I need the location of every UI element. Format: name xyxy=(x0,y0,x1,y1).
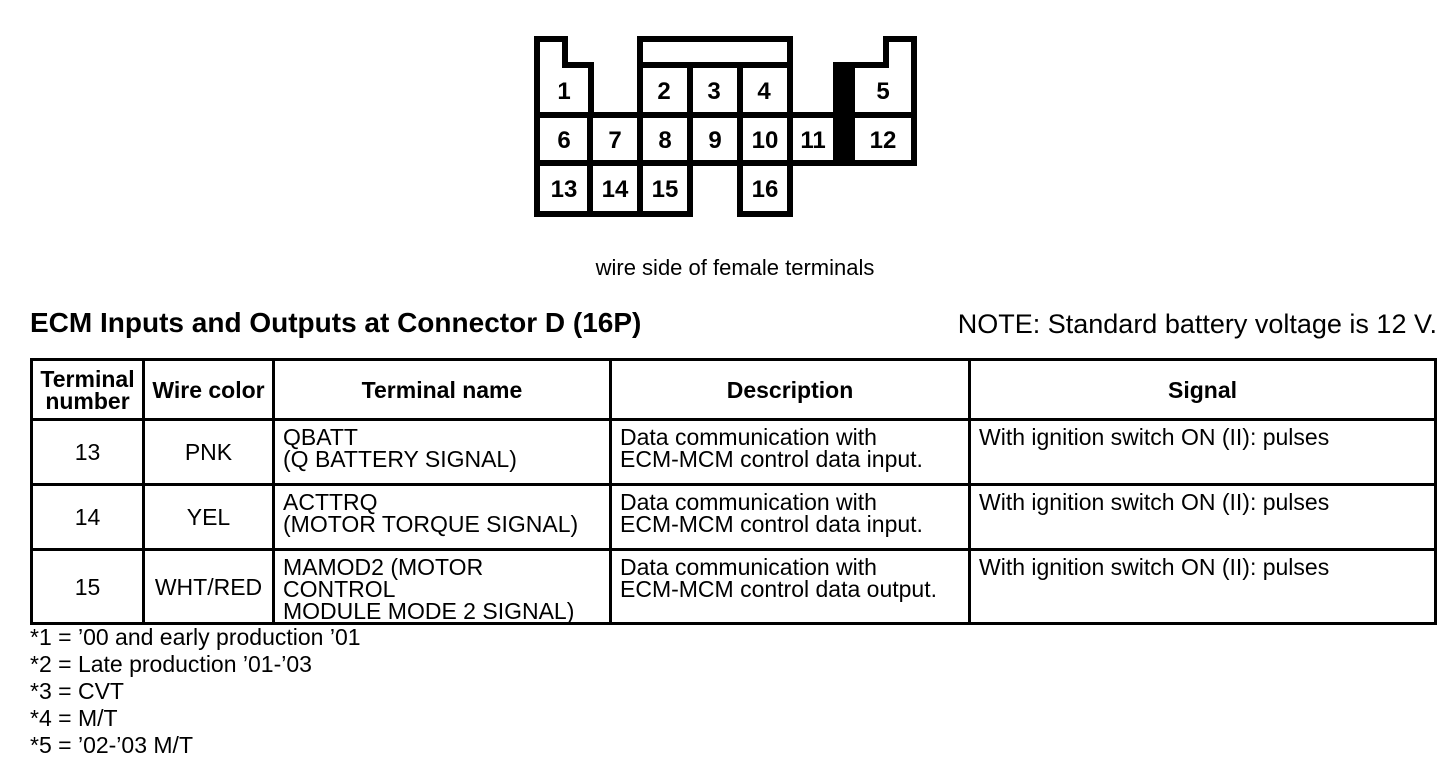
footnote-1: *1 = ’00 and early production ’01 xyxy=(30,624,361,650)
col-header-terminal-name: Terminal name xyxy=(272,358,612,421)
cell-terminal-name: ACTTRQ (MOTOR TORQUE SIGNAL) xyxy=(272,483,612,551)
terminal-number-3: 3 xyxy=(707,78,720,105)
terminal-number-12: 12 xyxy=(870,127,897,154)
footnote-5: *5 = ’02-’03 M/T xyxy=(30,732,193,758)
cell-terminal-name: MAMOD2 (MOTOR CONTROL MODULE MODE 2 SIGN… xyxy=(272,548,612,625)
cell-description: Data communication with ECM-MCM control … xyxy=(609,483,971,551)
cell-description: Data communication with ECM-MCM control … xyxy=(609,548,971,625)
col-header-description: Description xyxy=(609,358,971,421)
col-header-signal: Signal xyxy=(968,358,1437,421)
footnote-3: *3 = CVT xyxy=(30,678,124,704)
cell-signal: With ignition switch ON (II): pulses xyxy=(968,548,1437,625)
connector-grid-lines xyxy=(537,62,914,214)
cell-terminal-number: 13 xyxy=(30,418,145,486)
terminal-number-14: 14 xyxy=(602,176,629,203)
footnote-4: *4 = M/T xyxy=(30,705,118,731)
col-header-terminal-number: Terminal number xyxy=(30,358,145,421)
terminal-number-9: 9 xyxy=(708,127,721,154)
terminal-number-16: 16 xyxy=(752,176,779,203)
terminal-number-15: 15 xyxy=(652,176,679,203)
cell-terminal-number: 14 xyxy=(30,483,145,551)
table-header-row: Terminal number Wire color Terminal name… xyxy=(30,358,1437,421)
terminal-number-1: 1 xyxy=(557,78,570,105)
table-row: 13 PNK QBATT (Q BATTERY SIGNAL) Data com… xyxy=(30,418,1437,486)
terminal-number-13: 13 xyxy=(551,176,578,203)
col-header-wire-color: Wire color xyxy=(142,358,275,421)
cell-wire-color: PNK xyxy=(142,418,275,486)
ecm-io-table: Terminal number Wire color Terminal name… xyxy=(30,358,1437,625)
terminal-number-4: 4 xyxy=(757,78,771,105)
terminal-number-8: 8 xyxy=(658,127,671,154)
footnote-2: *2 = Late production ’01-’03 xyxy=(30,651,312,677)
table-row: 15 WHT/RED MAMOD2 (MOTOR CONTROL MODULE … xyxy=(30,548,1437,625)
cell-wire-color: WHT/RED xyxy=(142,548,275,625)
connector-diagram: 1 2 3 4 5 6 7 8 9 10 11 12 13 14 15 16 xyxy=(534,36,917,217)
cell-description: Data communication with ECM-MCM control … xyxy=(609,418,971,486)
terminal-number-6: 6 xyxy=(557,127,570,154)
section-title: ECM Inputs and Outputs at Connector D (1… xyxy=(30,307,642,338)
table-row: 14 YEL ACTTRQ (MOTOR TORQUE SIGNAL) Data… xyxy=(30,483,1437,551)
terminal-number-11: 11 xyxy=(800,127,825,154)
connector-key-bar xyxy=(833,62,855,166)
cell-signal: With ignition switch ON (II): pulses xyxy=(968,483,1437,551)
cell-wire-color: YEL xyxy=(142,483,275,551)
connector-caption: wire side of female terminals xyxy=(595,255,875,280)
terminal-number-5: 5 xyxy=(876,78,889,105)
footnotes-list: *1 = ’00 and early production ’01 *2 = L… xyxy=(30,624,361,759)
cell-terminal-number: 15 xyxy=(30,548,145,625)
terminal-number-2: 2 xyxy=(657,78,670,105)
cell-terminal-name: QBATT (Q BATTERY SIGNAL) xyxy=(272,418,612,486)
battery-voltage-note: NOTE: Standard battery voltage is 12 V. xyxy=(957,309,1437,339)
cell-signal: With ignition switch ON (II): pulses xyxy=(968,418,1437,486)
terminal-number-10: 10 xyxy=(752,127,779,154)
terminal-number-7: 7 xyxy=(608,127,621,154)
